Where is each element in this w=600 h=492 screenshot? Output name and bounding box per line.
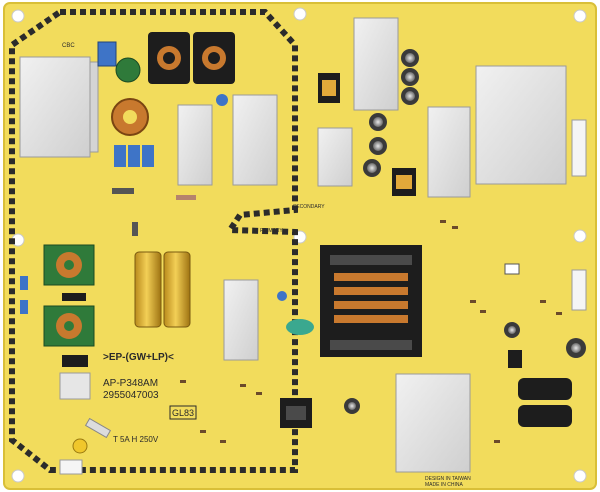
llc-transformer [320, 245, 422, 357]
varistor-green [115, 57, 141, 83]
toroid-inductor [111, 98, 149, 136]
smd-components [180, 220, 562, 443]
output-caps-black [518, 378, 572, 427]
connector-right-top [571, 119, 587, 177]
heatsink-center [223, 279, 259, 361]
qr-code [504, 263, 520, 275]
emi-filter-bottom [43, 305, 95, 347]
y-cap-small [20, 276, 28, 290]
ic-label [59, 372, 91, 400]
fuse [84, 417, 112, 439]
bulk-capacitor-1 [134, 251, 162, 328]
y-cap-small [20, 300, 28, 314]
mounting-holes [11, 7, 587, 483]
emi-filter-top [43, 244, 95, 286]
transistor [508, 350, 522, 368]
gl-code-text: GL83 [172, 408, 194, 418]
fuse-rating-text: T 5A H 250V [113, 435, 159, 444]
heatsink-mid-right [427, 106, 471, 198]
cbc-mark: CBC [62, 43, 75, 49]
serial-number-text: 2955047003 [103, 390, 159, 401]
x-capacitor-blue [97, 41, 117, 67]
bulk-capacitor-2 [163, 251, 191, 328]
common-mode-choke-1 [148, 32, 190, 84]
gl-code-box [169, 405, 197, 420]
resistor [176, 195, 196, 200]
heatsink-top-right [475, 65, 567, 185]
design-origin-text: DESIGN IN TAIWAN [425, 476, 471, 482]
primary-label-text: PRIMARY [260, 228, 283, 234]
heatsink-bottom-right [395, 373, 471, 473]
bridge-rectifier [62, 293, 86, 301]
heatsink-pfc-2 [232, 94, 278, 186]
connector-right-mid [571, 269, 587, 311]
heatsink-pfc-1 [177, 104, 213, 186]
primary-isolation-boundary [9, 9, 298, 473]
varistor-yellow [72, 438, 88, 454]
y-capacitors-blue [114, 145, 154, 167]
diode [132, 222, 138, 236]
heatsink-top-left [19, 56, 91, 158]
made-in-text: MADE IN CHINA [425, 482, 463, 488]
model-logo-text: >EP-(GW+LP)< [103, 352, 174, 363]
diode [112, 188, 134, 194]
heatsink-top-center [353, 17, 399, 111]
film-capacitor-teal [286, 319, 314, 335]
ac-input-connector [59, 459, 83, 475]
secondary-label-text: SECONDARY [293, 204, 325, 210]
part-number-text: AP-P348AM [103, 378, 158, 389]
heatsink-mid-left [317, 127, 353, 187]
common-mode-choke-2 [193, 32, 235, 84]
electrolytic-caps-top [363, 49, 419, 177]
inductor-black [62, 355, 88, 367]
